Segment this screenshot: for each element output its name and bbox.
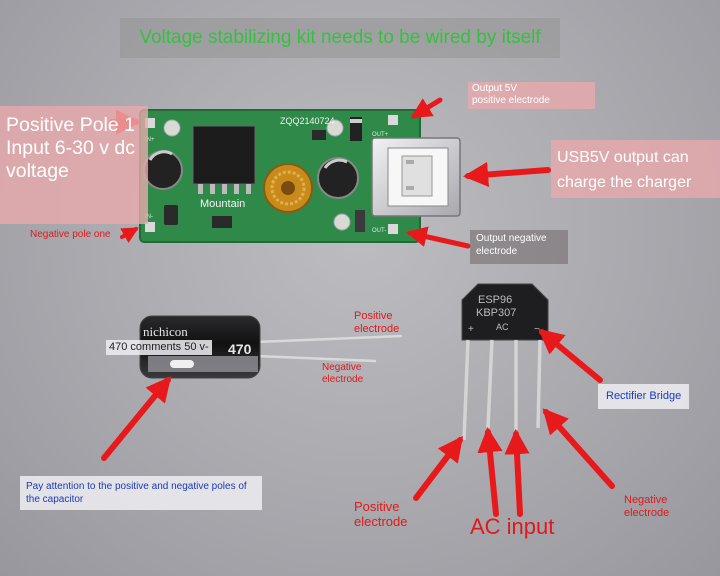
bridge-marking-ac: AC [496, 322, 509, 332]
bridge-marking-plus: + [468, 324, 474, 335]
pad-in-minus [145, 222, 155, 232]
input-negative-label: Negative pole one [30, 229, 111, 240]
small-part [312, 130, 326, 140]
output-negative-label: Output negative electrode [476, 233, 547, 257]
board-brand: Mountain [200, 198, 245, 210]
bridge-leg-positive [462, 339, 470, 441]
mount-hole [326, 119, 344, 137]
output-5v-box: Output 5V positive electrode [468, 82, 595, 109]
mount-hole [333, 213, 351, 231]
bridge-marking-2: KBP307 [476, 307, 516, 319]
arrow-rectifier [538, 328, 603, 383]
arrow-ac-1 [477, 426, 503, 517]
bridge-leg-ac1 [486, 339, 494, 429]
pad-out-minus [388, 224, 398, 234]
arrow-capacitor-note [101, 376, 172, 461]
bridge-positive-label: Positive electrode [354, 499, 408, 529]
output-capacitor [317, 157, 359, 199]
board-in-minus: IN- [145, 214, 153, 220]
arrow-bridge-positive [413, 435, 464, 501]
rectifier-bridge: ESP96 KBP307 + AC − [461, 283, 549, 441]
capacitor-negative-label: Negative electrode [322, 362, 364, 385]
pad-out-plus [388, 115, 398, 125]
capacitor-rating-label: 470 comments 50 v- [106, 340, 212, 355]
bridge-marking-minus: − [534, 324, 540, 335]
bridge-leg-negative [536, 339, 542, 429]
arrow-output-negative [405, 226, 471, 249]
capacitor-note-label: Pay attention to the positive and negati… [20, 476, 262, 510]
small-part [355, 210, 365, 232]
voltage-regulator-board: ZQQ2140724 Mountain IN+ IN- OUT+ OUT- [139, 109, 461, 243]
arrow-ac-2 [504, 428, 530, 517]
capacitor-brand: nichicon [143, 324, 188, 339]
output-5v-positive-label: Output 5V positive electrode [472, 83, 550, 106]
output-negative-box: Output negative electrode [470, 230, 568, 264]
rectifier-bridge-label: Rectifier Bridge [598, 384, 690, 409]
input-capacitor [143, 150, 183, 190]
arrow-usb-output [462, 161, 551, 188]
bridge-negative-label: Negative electrode [624, 494, 670, 519]
ac-input-label: AC input [470, 514, 555, 539]
page-title: Voltage stabilizing kit needs to be wire… [120, 18, 560, 58]
small-part [164, 205, 178, 225]
arrow-input-negative [120, 227, 139, 243]
regulator-ic [192, 125, 256, 185]
board-serial: ZQQ2140724 [280, 116, 335, 126]
usb-output-label: USB5V output can charge the charger [551, 140, 720, 198]
board-out-minus: OUT- [372, 228, 386, 234]
small-part [212, 216, 232, 228]
bridge-body [461, 283, 549, 341]
capacitor-value: 470 [228, 341, 252, 357]
capacitor-positive-label: Positive electrode [354, 310, 400, 335]
board-in-plus: IN+ [145, 137, 155, 143]
arrow-output-positive [410, 97, 443, 119]
arrow-bridge-negative [542, 408, 615, 489]
input-positive-label: Positive Pole 1 Input 6-30 v dc voltage [0, 106, 148, 224]
mount-hole [163, 119, 181, 137]
bridge-marking-1: ESP96 [478, 294, 512, 306]
board-out-plus: OUT+ [372, 132, 389, 138]
pad-in-plus [145, 118, 155, 128]
capacitor-lead-short [255, 354, 377, 363]
capacitor-lead-long [255, 334, 403, 344]
